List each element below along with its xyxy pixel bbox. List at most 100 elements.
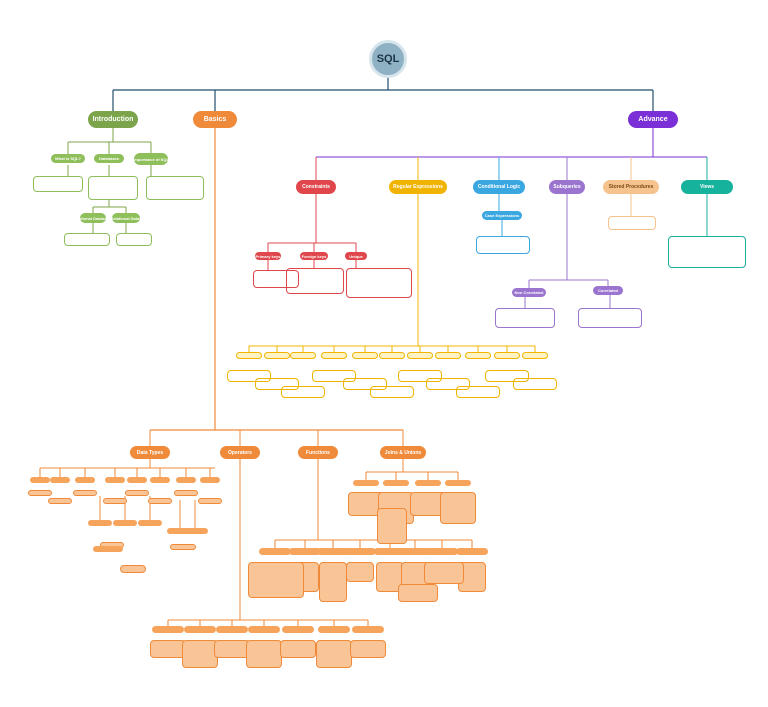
- basics-note: [350, 640, 386, 658]
- basics-note: [246, 640, 282, 668]
- subqueries-correlated[interactable]: Correlated: [593, 286, 623, 295]
- basics-subnode[interactable]: [88, 520, 112, 526]
- regex-note: [485, 370, 529, 382]
- basics-subnode[interactable]: [176, 477, 196, 483]
- basics-subnode[interactable]: [127, 477, 147, 483]
- basics-note: [248, 562, 304, 598]
- regex-note: [255, 378, 299, 390]
- basics-subnode[interactable]: [399, 548, 431, 555]
- regex-note: [281, 386, 325, 398]
- basics-subnode[interactable]: [282, 626, 314, 633]
- regex-note: [370, 386, 414, 398]
- branch-basics[interactable]: Basics: [193, 111, 237, 128]
- advance-conditional-logic[interactable]: Conditional Logic: [473, 180, 525, 194]
- basics-note: [214, 640, 250, 658]
- constraints-primary-keys[interactable]: Primary keys: [255, 252, 281, 260]
- basics-subnode[interactable]: [383, 480, 409, 486]
- basics-subnode[interactable]: [75, 477, 95, 483]
- branch-advance[interactable]: Advance: [628, 111, 678, 128]
- regex-subnode[interactable]: [352, 352, 378, 359]
- basics-subnode[interactable]: [415, 480, 441, 486]
- basics-subnode[interactable]: [318, 626, 350, 633]
- intro-relational[interactable]: Relational Databases: [80, 213, 106, 223]
- advance-constraints[interactable]: Constraints: [296, 180, 336, 194]
- stored-procedures-note: [608, 216, 656, 230]
- conditional-case-expressions[interactable]: Case Expressions: [482, 211, 522, 220]
- regex-subnode[interactable]: [522, 352, 548, 359]
- basics-subnode[interactable]: [182, 528, 208, 534]
- regex-subnode[interactable]: [407, 352, 433, 359]
- intro-what-is-sql[interactable]: What is SQL?: [51, 154, 85, 163]
- subqueries-note-1: [495, 308, 555, 328]
- advance-regular-expressions[interactable]: Regular Expressions: [389, 180, 447, 194]
- constraints-note-1: [253, 270, 299, 288]
- regex-subnode[interactable]: [379, 352, 405, 359]
- basics-joins-unions[interactable]: Joins & Unions: [380, 446, 426, 459]
- regex-note: [513, 378, 557, 390]
- regex-note: [227, 370, 271, 382]
- constraints-foreign-keys[interactable]: Foreign keys: [300, 252, 328, 260]
- basics-note: [377, 508, 407, 544]
- subqueries-non-correlated[interactable]: Non Correlated: [512, 288, 546, 297]
- basics-subnode[interactable]: [216, 626, 248, 633]
- basics-subnode[interactable]: [50, 477, 70, 483]
- basics-note: [398, 584, 438, 602]
- basics-subnode[interactable]: [138, 520, 162, 526]
- basics-subnode[interactable]: [259, 548, 291, 555]
- basics-subnode[interactable]: [344, 548, 376, 555]
- subqueries-note-2: [578, 308, 642, 328]
- basics-subnode[interactable]: [105, 477, 125, 483]
- constraints-note-2: [286, 268, 344, 294]
- advance-views[interactable]: Views: [681, 180, 733, 194]
- basics-subnode[interactable]: [184, 626, 216, 633]
- regex-subnode[interactable]: [465, 352, 491, 359]
- basics-note: [120, 565, 146, 573]
- root-node-sql[interactable]: SQL: [369, 40, 407, 78]
- regex-subnode[interactable]: [264, 352, 290, 359]
- regex-subnode[interactable]: [321, 352, 347, 359]
- basics-subnode[interactable]: [317, 548, 349, 555]
- basics-subnode[interactable]: [152, 626, 184, 633]
- regex-note: [343, 378, 387, 390]
- basics-subnode[interactable]: [30, 477, 50, 483]
- intro-importance[interactable]: Importance of SQL: [134, 153, 168, 165]
- regex-subnode[interactable]: [290, 352, 316, 359]
- basics-note: [125, 490, 149, 496]
- basics-subnode[interactable]: [353, 480, 379, 486]
- intro-non-relational[interactable]: Non-Relational Databases: [112, 213, 140, 223]
- constraints-unique[interactable]: Unique: [345, 252, 367, 260]
- advance-stored-procedures[interactable]: Stored Procedures: [603, 180, 659, 194]
- basics-note: [280, 640, 316, 658]
- intro-databases[interactable]: Databases: [94, 154, 124, 163]
- regex-subnode[interactable]: [435, 352, 461, 359]
- basics-functions[interactable]: Functions: [298, 446, 338, 459]
- regex-subnode[interactable]: [494, 352, 520, 359]
- basics-note: [28, 490, 52, 496]
- basics-subnode[interactable]: [426, 548, 458, 555]
- basics-operators[interactable]: Operators: [220, 446, 260, 459]
- basics-subnode[interactable]: [113, 520, 137, 526]
- basics-note: [103, 498, 127, 504]
- intro-note-4: [64, 233, 110, 246]
- basics-subnode[interactable]: [248, 626, 280, 633]
- basics-data-types[interactable]: Data Types: [130, 446, 170, 459]
- basics-subnode[interactable]: [456, 548, 488, 555]
- regex-subnode[interactable]: [236, 352, 262, 359]
- intro-note-2: [88, 176, 138, 200]
- basics-subnode[interactable]: [93, 546, 123, 552]
- basics-subnode[interactable]: [374, 548, 406, 555]
- basics-note: [346, 562, 374, 582]
- advance-subqueries[interactable]: Subqueries: [549, 180, 585, 194]
- basics-subnode[interactable]: [200, 477, 220, 483]
- basics-subnode[interactable]: [352, 626, 384, 633]
- basics-subnode[interactable]: [445, 480, 471, 486]
- basics-subnode[interactable]: [289, 548, 321, 555]
- branch-introduction[interactable]: Introduction: [88, 111, 138, 128]
- basics-note: [150, 640, 186, 658]
- basics-note: [319, 562, 347, 602]
- regex-note: [312, 370, 356, 382]
- basics-subnode[interactable]: [150, 477, 170, 483]
- basics-subnode[interactable]: [167, 528, 193, 534]
